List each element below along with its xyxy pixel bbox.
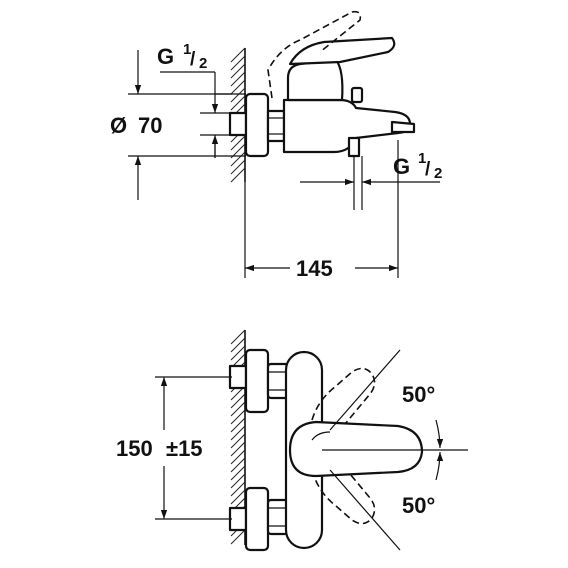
wall-hatch-line <box>230 135 246 151</box>
angle-down-label: 50° <box>402 493 435 518</box>
dimension-spacing: 150 ±15 <box>116 376 232 520</box>
wall-hatch-line <box>230 489 246 505</box>
wall-hatch-line <box>230 71 246 87</box>
wall-hatch-line <box>230 151 246 167</box>
side-mixer-body <box>282 36 416 158</box>
wall-hatch-line <box>230 409 246 425</box>
wall-hatch-line <box>230 529 246 545</box>
wall-hatch-line <box>230 329 246 345</box>
wall-hatch-line <box>230 167 246 183</box>
wall-hatch-line <box>230 47 246 63</box>
angle-up-label: 50° <box>402 382 435 407</box>
wall-hatch-line <box>230 159 246 175</box>
depth-value: 145 <box>296 256 333 281</box>
wall-hatch-line <box>230 55 246 71</box>
wall-hatch-line <box>230 449 246 465</box>
g-outlet-denominator: 2 <box>434 165 442 182</box>
front-lower-eccentric <box>228 486 290 552</box>
wall-hatch-line <box>230 433 246 449</box>
g-top-denominator: 2 <box>199 55 207 72</box>
spacing-value: 150 <box>116 436 153 461</box>
wall-hatch-line <box>230 393 246 409</box>
g-outlet-letter: G <box>393 154 410 179</box>
front-view: 150 ±15 50° 50° <box>116 329 468 552</box>
front-lever <box>288 420 424 478</box>
g-top-slash: / <box>190 49 196 70</box>
wall-hatch-line <box>230 337 246 353</box>
wall-hatch-line <box>230 401 246 417</box>
wall-hatch-line <box>230 425 246 441</box>
dimension-diameter: Ø 70 <box>110 50 246 200</box>
wall-hatch-line <box>230 79 246 95</box>
wall-hatch-line <box>230 345 246 361</box>
front-upper-eccentric <box>228 348 290 414</box>
spacing-tolerance: ±15 <box>166 436 203 461</box>
side-eccentric-fitting <box>228 92 286 158</box>
side-lever-raised-outline <box>267 10 362 99</box>
dimension-g-top: G 1 / 2 <box>157 41 232 158</box>
side-view: G 1 / 2 Ø 70 G 1 / 2 <box>110 10 442 281</box>
front-angle-construction <box>322 349 468 551</box>
wall-hatch-line <box>230 441 246 457</box>
diameter-symbol: Ø <box>110 113 127 138</box>
g-outlet-numerator: 1 <box>418 150 426 167</box>
wall-hatch-line <box>230 63 246 79</box>
wall-hatch-line <box>230 481 246 497</box>
g-outlet-slash: / <box>425 159 431 180</box>
diameter-value: 70 <box>138 113 162 138</box>
dimension-g-outlet: G 1 / 2 <box>300 150 442 210</box>
wall-hatch-line <box>230 87 246 103</box>
wall-hatch-line <box>230 457 246 473</box>
wall-hatch-line <box>230 473 246 489</box>
dimension-depth: 145 <box>244 140 399 281</box>
g-top-numerator: 1 <box>183 41 191 58</box>
wall-hatch-line <box>230 417 246 433</box>
wall-hatch-line <box>230 465 246 481</box>
g-top-letter: G <box>157 44 174 69</box>
wall-hatch-line <box>230 95 246 111</box>
front-lever-rotated-outlines <box>311 367 376 525</box>
